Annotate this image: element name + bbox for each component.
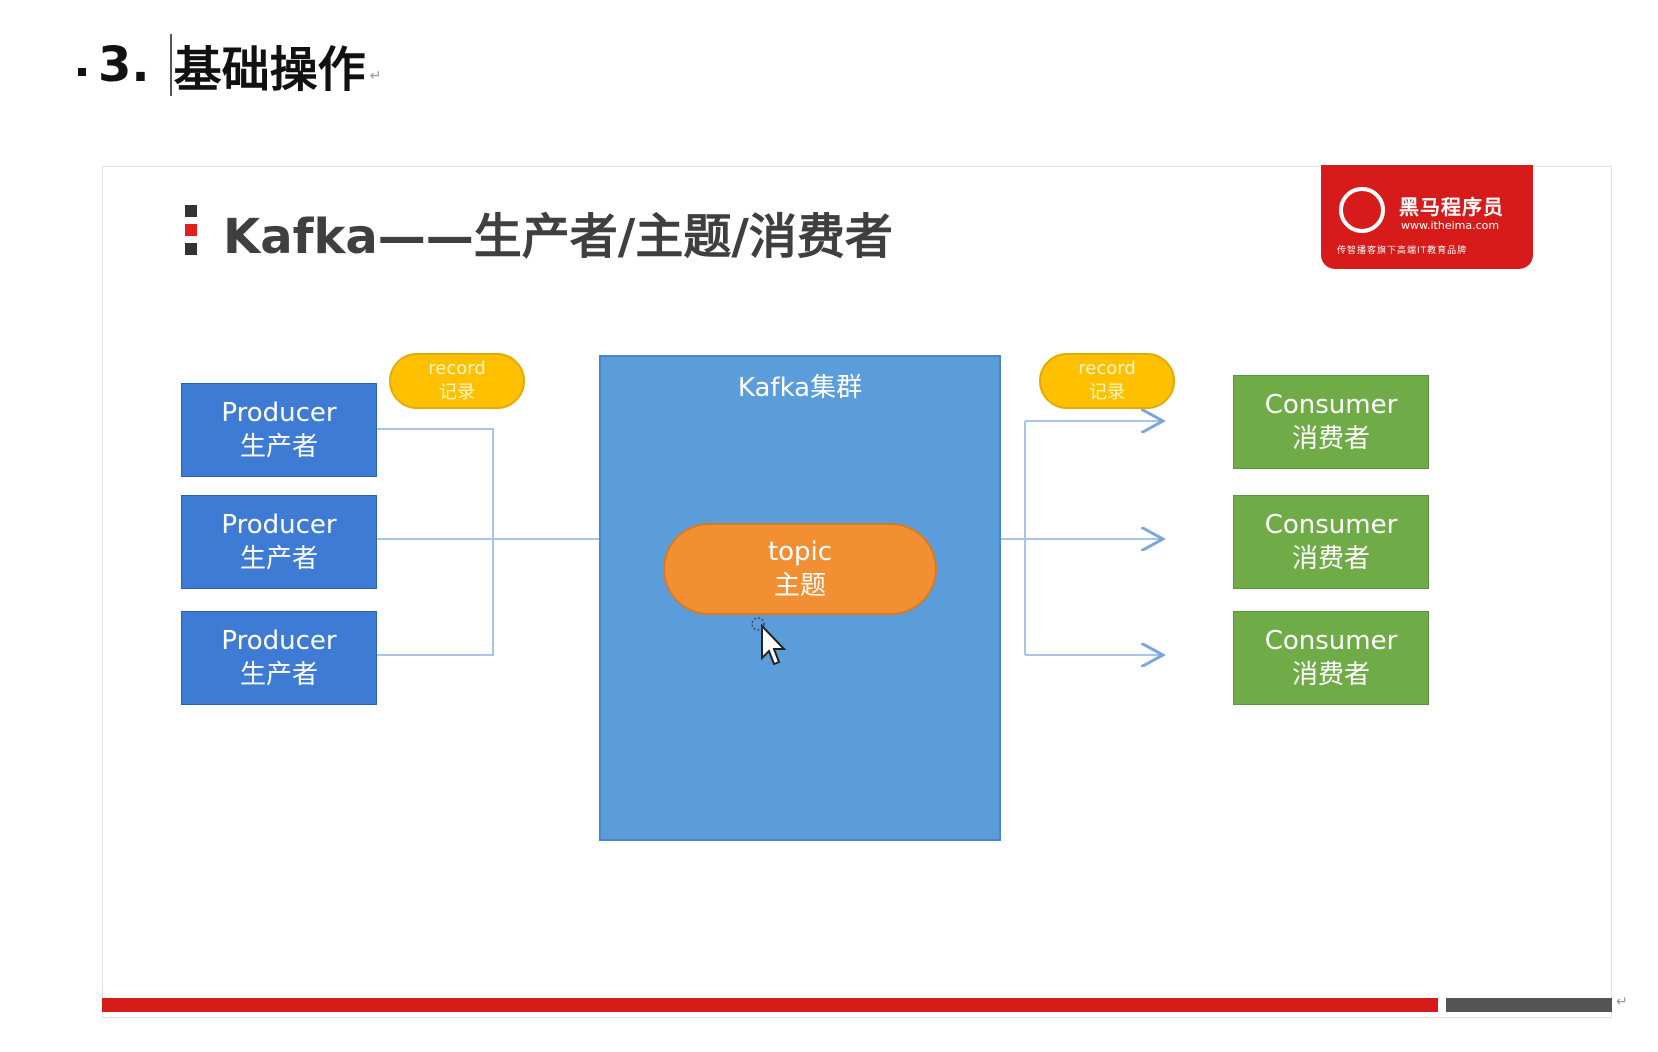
consumer-label-en: Consumer: [1264, 390, 1398, 420]
consumer-box-2: Consumer 消费者: [1233, 495, 1429, 589]
producer-label-en: Producer: [221, 510, 337, 540]
consumer-label-zh: 消费者: [1291, 660, 1370, 690]
slide-image: Kafka——生产者/主题/消费者 黑马程序员 www.itheima.com …: [102, 165, 1612, 1018]
brand-logo: 黑马程序员 www.itheima.com 传智播客旗下高端IT教育品牌: [1321, 165, 1533, 269]
producer-label-zh: 生产者: [239, 432, 318, 462]
cluster-label: Kafka集群: [737, 373, 863, 403]
producer-label-zh: 生产者: [239, 660, 318, 690]
record-label-zh: 记录: [1089, 382, 1125, 403]
topic-node: topic 主题: [663, 523, 937, 615]
record-label-en: record: [428, 358, 486, 379]
consumer-box-1: Consumer 消费者: [1233, 375, 1429, 469]
producer-1-connector: [377, 428, 494, 655]
horse-logo-icon: [1339, 187, 1385, 233]
producer-box-2: Producer 生产者: [181, 495, 377, 589]
document-heading: 3. 基础操作 ↵: [78, 30, 381, 100]
producer-label-en: Producer: [221, 626, 337, 656]
bullet-icon: [78, 68, 86, 76]
logo-name: 黑马程序员: [1399, 195, 1504, 219]
producer-box-1: Producer 生产者: [181, 383, 377, 477]
producer-label-zh: 生产者: [239, 544, 318, 574]
record-label-zh: 记录: [439, 382, 475, 403]
title-marker-icon: [185, 205, 197, 255]
consumer-label-zh: 消费者: [1291, 424, 1370, 454]
record-label-en: record: [1078, 358, 1136, 379]
logo-url: www.itheima.com: [1401, 219, 1500, 232]
consumer-label-en: Consumer: [1264, 510, 1398, 540]
section-title[interactable]: 基础操作: [173, 42, 366, 98]
consumer-label-zh: 消费者: [1291, 544, 1370, 574]
topic-label-en: topic: [767, 537, 833, 567]
record-badge-left: record 记录: [389, 353, 525, 409]
footer-bar-red: [102, 998, 1438, 1012]
consumer-label-en: Consumer: [1264, 626, 1398, 656]
consumer-box-3: Consumer 消费者: [1233, 611, 1429, 705]
logo-slogan: 传智播客旗下高端IT教育品牌: [1337, 246, 1468, 256]
section-number: 3.: [98, 37, 150, 93]
text-caret: [169, 34, 172, 96]
paragraph-mark-icon: ↵: [369, 68, 382, 84]
footer-bar-dark: [1446, 998, 1612, 1012]
producer-label-en: Producer: [221, 398, 337, 428]
slide-title: Kafka——生产者/主题/消费者: [223, 209, 893, 265]
mouse-pointer-icon: [751, 617, 787, 666]
topic-label-zh: 主题: [773, 571, 826, 601]
record-badge-right: record 记录: [1039, 353, 1175, 409]
producer-3-connector: [377, 539, 494, 656]
paragraph-mark-icon: ↵: [1616, 994, 1628, 1010]
producer-box-3: Producer 生产者: [181, 611, 377, 705]
